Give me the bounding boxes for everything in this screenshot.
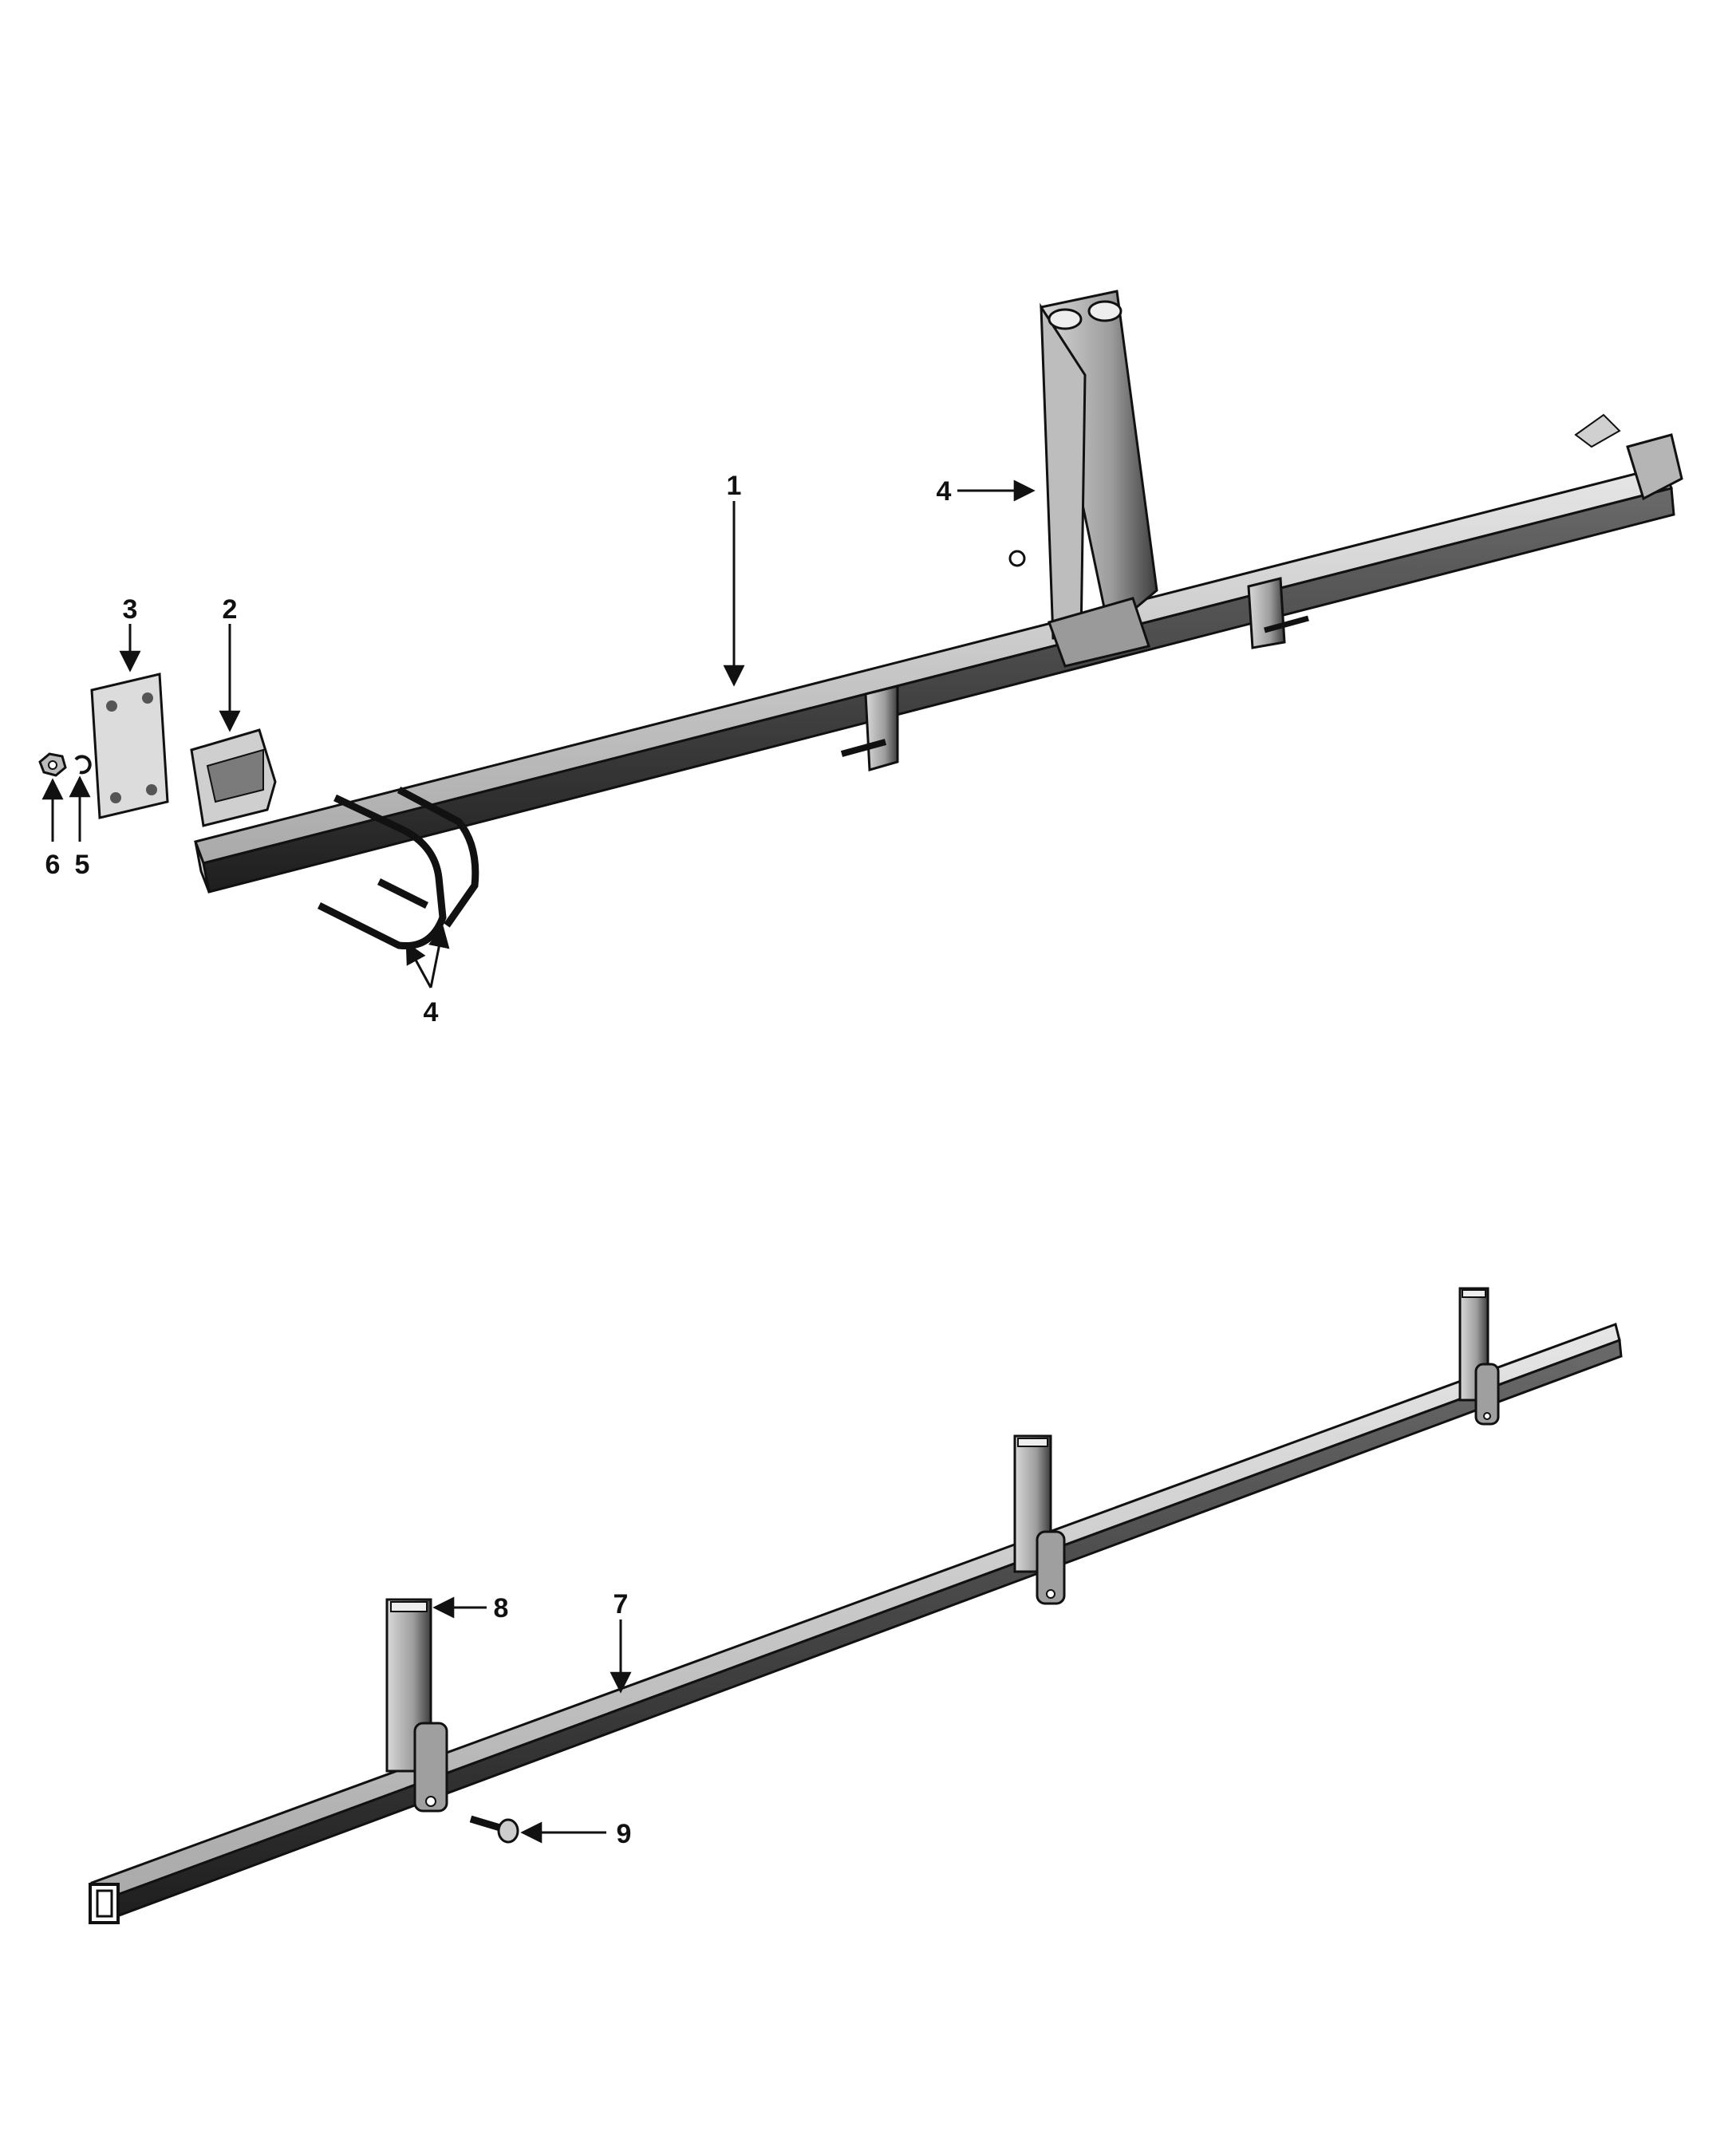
- callout-1: 1: [727, 471, 742, 501]
- callout-5: 5: [75, 850, 90, 880]
- callout-4-top: 4: [937, 476, 952, 507]
- bar-tab-right: [1247, 577, 1309, 649]
- backing-plate-part-3: [90, 673, 169, 819]
- main-bar-part-1: [194, 413, 1683, 894]
- callout-7: 7: [614, 1589, 629, 1619]
- callout-3: 3: [123, 594, 138, 625]
- bar-tab-left: [840, 684, 899, 771]
- lower-assembly: [89, 1287, 1623, 1925]
- clamp-block-part-2: [190, 728, 277, 827]
- lockwasher-part-5: [74, 755, 92, 775]
- callout-8: 8: [494, 1593, 509, 1623]
- pin-part-9: [469, 1815, 519, 1844]
- nut-part-6: [38, 752, 67, 777]
- leader-lines: [41, 479, 1036, 1844]
- callout-9: 9: [617, 1819, 632, 1849]
- callout-4-bottom: 4: [424, 997, 439, 1028]
- upright-middle: [1013, 1434, 1066, 1605]
- callout-6: 6: [45, 850, 61, 880]
- callout-labels: 1 2 3 4 4 5 6 7 8 9: [45, 471, 952, 1849]
- upper-assembly: [38, 290, 1683, 950]
- square-tube-part-7: [89, 1323, 1623, 1925]
- y-bracket-upright: [1008, 290, 1158, 668]
- callout-2: 2: [223, 594, 238, 625]
- upright-right: [1458, 1287, 1500, 1426]
- upright-left-part-8: [385, 1598, 448, 1813]
